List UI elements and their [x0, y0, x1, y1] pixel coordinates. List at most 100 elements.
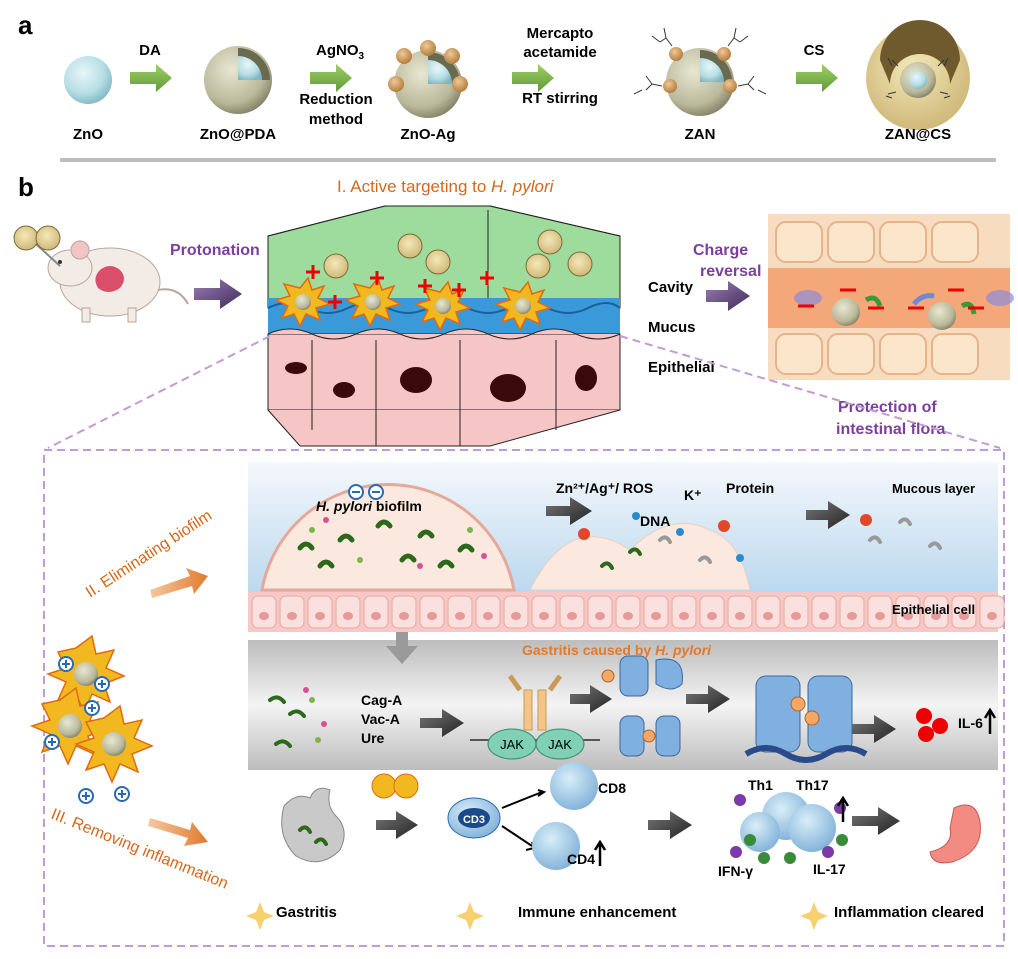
zno-particle: [64, 56, 112, 104]
cell-nucleus: [259, 612, 269, 620]
arrow-1-label: DA: [139, 42, 161, 59]
cell-nucleus: [651, 612, 661, 620]
tissue-block: [267, 205, 621, 447]
flora-label-1: Protection of: [838, 399, 937, 416]
step-label-zan-cs: ZAN@CS: [885, 126, 951, 143]
charge-reversal-label-1: Charge: [693, 242, 748, 259]
cell-nucleus: [903, 612, 913, 620]
step-label-zno: ZnO: [73, 126, 103, 143]
cell-nucleus: [455, 612, 465, 620]
step-label-zno-ag: ZnO-Ag: [401, 126, 456, 143]
cell-nucleus: [399, 612, 409, 620]
ions-label: Zn²⁺/Ag⁺/ ROS: [556, 480, 653, 496]
gastritis-panel: [248, 632, 998, 770]
cell-nucleus: [847, 612, 857, 620]
jak-label-1: JAK: [500, 737, 524, 752]
cell-nucleus: [539, 612, 549, 620]
cd8-label: CD8: [598, 780, 626, 796]
step-label-zno-pda: ZnO@PDA: [200, 126, 276, 143]
mucous-layer-label: Mucous layer: [892, 481, 975, 496]
layer-mucus: Mucus: [648, 319, 696, 336]
section-3-title: III. Removing inflammation: [49, 806, 231, 893]
th17-label: Th17: [796, 777, 829, 793]
section-2-arrow: [150, 568, 208, 598]
virulence-factor-vac-a: Vac-A: [361, 711, 400, 727]
panel-separator: [60, 158, 996, 162]
particle-cluster: [29, 634, 154, 804]
cell-nucleus: [511, 612, 521, 620]
cell-nucleus: [343, 612, 353, 620]
gastritis-title: Gastritis caused by H. pylori: [522, 642, 712, 658]
synthesis-arrow-1: [130, 64, 172, 92]
cell-nucleus: [595, 612, 605, 620]
intestine-illustration: [768, 214, 1014, 380]
protein-label: Protein: [726, 480, 774, 496]
cell-nucleus: [707, 612, 717, 620]
cell-nucleus: [287, 612, 297, 620]
synthesis-arrow-3: [512, 64, 554, 92]
cell-nucleus: [371, 612, 381, 620]
cell-nucleus: [427, 612, 437, 620]
synthesis-arrow-2: [310, 64, 352, 92]
epithelial-cell-label: Epithelial cell: [892, 602, 975, 617]
ifn-label: IFN-γ: [718, 863, 753, 879]
cell-nucleus: [567, 612, 577, 620]
th1-label: Th1: [748, 777, 773, 793]
panel-a-label: a: [18, 10, 33, 40]
layer-cavity: Cavity: [648, 279, 694, 296]
flora-label-2: intestinal flora: [836, 421, 945, 438]
zan-particle: [633, 27, 767, 116]
cell-nucleus: [623, 612, 633, 620]
protonation-arrow: [194, 279, 242, 309]
dashed-frame: [43, 335, 1005, 947]
zno-pda-particle: [204, 46, 272, 114]
arrow-3-label-below: RT stirring: [522, 90, 598, 107]
virulence-factor-cag-a: Cag-A: [361, 692, 402, 708]
k-ion-label: K⁺: [684, 487, 702, 503]
cell-nucleus: [763, 612, 773, 620]
cell-nucleus: [483, 612, 493, 620]
arrow-3-label-above-1: Mercapto: [527, 25, 594, 42]
cell-nucleus: [875, 612, 885, 620]
layer-epithelial: Epithelial: [648, 359, 715, 376]
jak-label-2: JAK: [548, 737, 572, 752]
charge-reversal-arrow: [706, 281, 750, 311]
cell-nucleus: [819, 612, 829, 620]
arrow-4-label: CS: [804, 42, 825, 59]
panel-b-label: b: [18, 172, 34, 202]
mouse-illustration: [13, 225, 189, 323]
cell-nucleus: [679, 612, 689, 620]
cell-nucleus: [735, 612, 745, 620]
cell-nucleus: [791, 612, 801, 620]
arrow-2-label-below-2: method: [309, 111, 363, 128]
il17-label: IL-17: [813, 861, 846, 877]
biofilm-label: H. pylori biofilm: [316, 498, 422, 514]
virulence-factor-ure: Ure: [361, 730, 385, 746]
biofilm-panel: [248, 462, 998, 592]
il6-label: IL-6: [958, 715, 983, 731]
section-1-title: I. Active targeting to H. pylori: [337, 177, 555, 196]
arrow-3-label-above-2: acetamide: [523, 44, 596, 61]
synthesis-arrow-4: [796, 64, 838, 92]
arrow-2-label-above: AgNO3: [316, 42, 365, 62]
cd4-label: CD4: [567, 851, 595, 867]
cell-nucleus: [931, 612, 941, 620]
inflammation-row: [246, 762, 981, 930]
cd3-label: CD3: [463, 814, 485, 826]
inflammation-cleared-label: Inflammation cleared: [834, 904, 984, 921]
epithelial-cell-row: [248, 592, 1005, 632]
step-label-zan: ZAN: [685, 126, 716, 143]
section-3-arrow: [148, 818, 208, 846]
protonation-label: Protonation: [170, 242, 260, 259]
cell-nucleus: [315, 612, 325, 620]
dna-label: DNA: [640, 513, 670, 529]
immune-enhancement-label: Immune enhancement: [518, 904, 676, 921]
cell-nucleus: [987, 612, 997, 620]
cell-nucleus: [959, 612, 969, 620]
zan-cs-particle: [866, 20, 970, 130]
charge-reversal-label-2: reversal: [700, 263, 761, 280]
gastritis-label: Gastritis: [276, 904, 337, 921]
zno-ag-particle: [388, 40, 468, 118]
arrow-2-label-below-1: Reduction: [299, 91, 372, 108]
